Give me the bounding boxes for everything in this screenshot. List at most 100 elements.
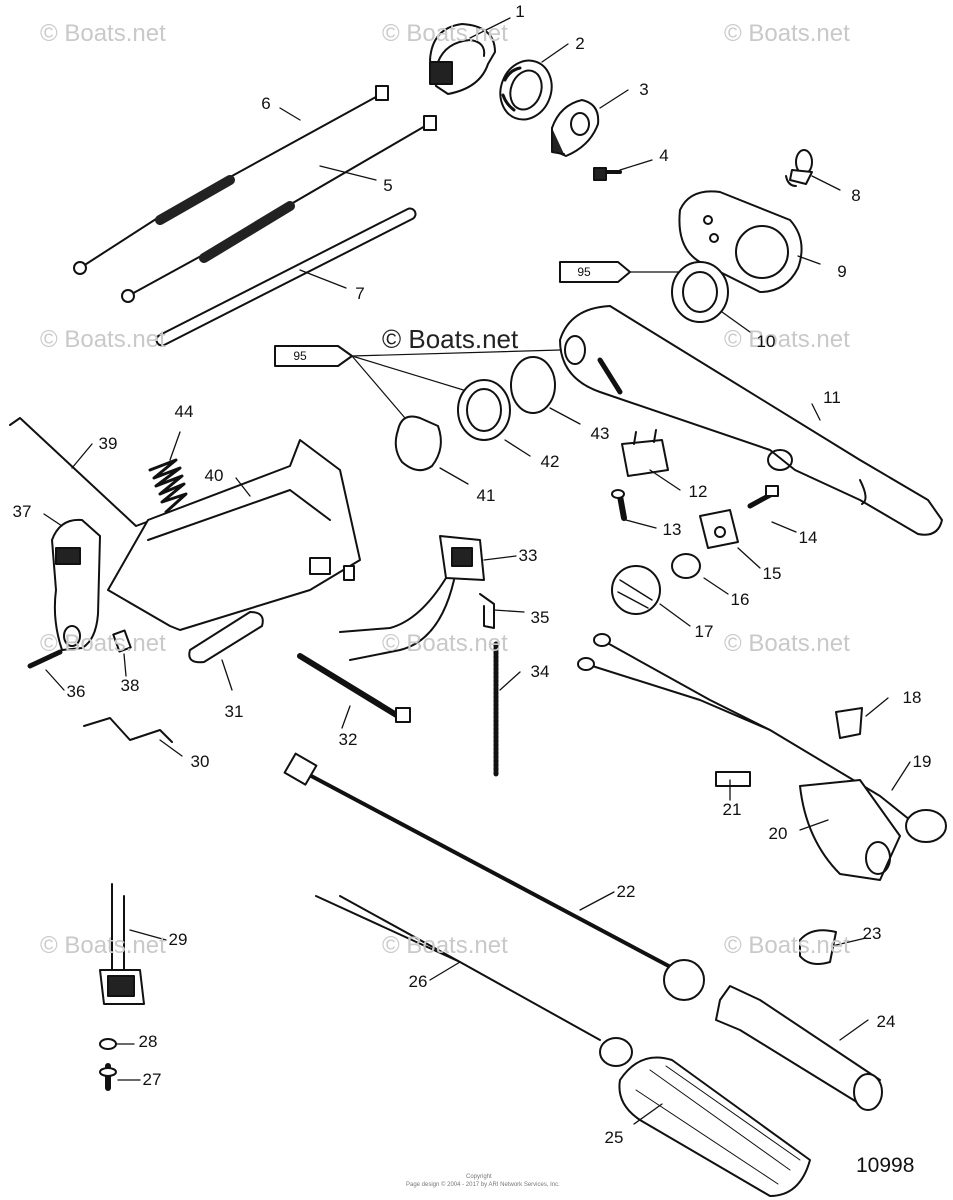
part-label: 42 <box>540 452 560 471</box>
part-label: 27 <box>142 1070 162 1089</box>
part-31-gasket <box>188 611 264 664</box>
part-14-bolt <box>747 485 779 509</box>
part-label: 28 <box>138 1032 158 1051</box>
part-40-bracket <box>107 439 361 631</box>
copyright-line-2: Page design © 2004 - 2017 by ARI Network… <box>406 1182 560 1188</box>
part-label: 36 <box>66 682 86 701</box>
part-label: 2 <box>575 34 585 53</box>
part-22-cable <box>283 752 705 1001</box>
part-20-bracket <box>799 779 901 881</box>
part-label: 15 <box>762 564 782 583</box>
watermark: © Boats.net <box>382 630 508 657</box>
watermark: © Boats.net <box>382 20 508 47</box>
watermark: © Boats.net <box>40 932 166 959</box>
part-43-ring <box>510 356 556 414</box>
part-label: 23 <box>862 924 882 943</box>
part-24-grip <box>715 985 883 1111</box>
part-label: 16 <box>730 590 750 609</box>
part-38-sleeve <box>112 629 132 653</box>
part-label: 6 <box>261 94 271 113</box>
tube-label: 95 <box>293 349 307 363</box>
watermark: © Boats.net <box>724 932 850 959</box>
part-label: 4 <box>659 146 669 165</box>
part-27-screw <box>99 1063 117 1091</box>
part-label: 30 <box>190 752 210 771</box>
part-label: 21 <box>722 800 742 819</box>
part-label: 29 <box>168 930 188 949</box>
part-label: 40 <box>204 466 224 485</box>
part-label: 38 <box>120 676 140 695</box>
part-label: 39 <box>98 434 118 453</box>
part-label: 35 <box>530 608 550 627</box>
part-label: 44 <box>174 402 194 421</box>
part-11-tiller-arm <box>559 305 943 536</box>
part-7-rod <box>155 207 417 347</box>
part-39-rod <box>9 417 153 527</box>
part-label: 9 <box>837 262 847 281</box>
part-36-screw <box>27 649 63 669</box>
part-label: 5 <box>383 176 393 195</box>
part-label: 43 <box>590 424 610 443</box>
part-18-clip <box>835 707 863 739</box>
part-37-lever <box>51 518 101 651</box>
watermark: © Boats.net <box>382 932 508 959</box>
part-29-switch <box>99 883 145 1005</box>
tube-label: 95 <box>577 265 591 279</box>
part-label: 22 <box>616 882 636 901</box>
part-42-bearing <box>457 379 511 441</box>
part-label: 31 <box>224 702 244 721</box>
part-8-bolt <box>785 149 813 187</box>
part-21-label <box>715 771 751 787</box>
part-35-clip <box>479 593 495 629</box>
part-12-clip <box>621 429 669 477</box>
part-label: 1 <box>515 2 525 21</box>
grease-tube-middle <box>274 345 561 419</box>
part-10-ring <box>671 261 729 323</box>
part-label: 20 <box>768 824 788 843</box>
part-label: 34 <box>530 662 550 681</box>
watermark: © Boats.net <box>40 20 166 47</box>
part-label: 26 <box>408 972 428 991</box>
part-30-clip <box>83 717 173 743</box>
part-label: 32 <box>338 730 358 749</box>
drawing-number: 10998 <box>856 1154 915 1177</box>
part-19-harness <box>577 633 947 843</box>
part-label: 12 <box>688 482 708 501</box>
watermark-center: © Boats.net <box>382 324 519 354</box>
part-25-handle <box>618 1056 811 1197</box>
part-label: 11 <box>823 388 841 407</box>
part-label: 14 <box>798 528 818 547</box>
part-16-ring <box>671 553 701 579</box>
part-41-gasket <box>394 415 442 472</box>
watermark: © Boats.net <box>40 630 166 657</box>
watermark: © Boats.net <box>724 630 850 657</box>
part-label: 18 <box>902 688 922 707</box>
part-label: 13 <box>662 520 682 539</box>
part-15-block <box>699 509 739 549</box>
part-label: 37 <box>12 502 32 521</box>
part-2-bushing <box>499 59 553 121</box>
part-5-6-cables <box>73 85 437 303</box>
part-4-screw <box>593 167 622 181</box>
part-label: 41 <box>476 486 496 505</box>
part-33-switch <box>339 535 485 661</box>
copyright-line-1: Copyright <box>466 1174 492 1180</box>
part-1-clamp <box>429 23 496 95</box>
part-label: 10 <box>756 332 776 351</box>
part-label: 3 <box>639 80 649 99</box>
watermark: © Boats.net <box>40 326 166 353</box>
part-28-washer <box>99 1038 117 1050</box>
watermark: © Boats.net <box>724 326 850 353</box>
part-label: 8 <box>851 186 861 205</box>
part-label: 7 <box>355 284 365 303</box>
part-23-sleeve <box>799 929 837 965</box>
grease-tube-top <box>559 261 681 283</box>
part-label: 24 <box>876 1012 896 1031</box>
part-label: 33 <box>518 546 538 565</box>
leader-lines <box>43 17 911 1125</box>
part-3-plate <box>551 99 600 157</box>
part-17-cap <box>611 565 661 615</box>
part-13-screw <box>611 489 627 521</box>
part-44-spring <box>148 458 188 514</box>
